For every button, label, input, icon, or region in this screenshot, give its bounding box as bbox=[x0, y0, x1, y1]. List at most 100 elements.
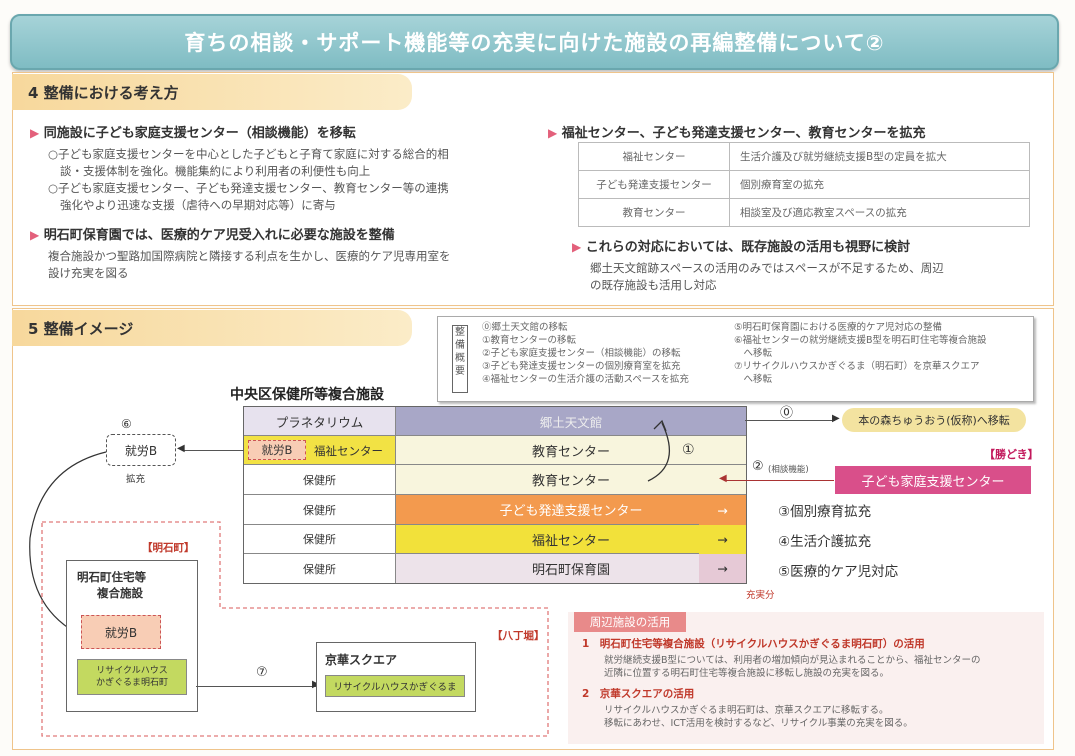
shuro-b-dashed: 就労B bbox=[106, 434, 176, 466]
complex-building: プラネタリウム 郷土天文館 就労B 福祉センター 教育センター 保健所 教育セン… bbox=[243, 406, 747, 584]
gaiyo-item: ⑥福祉センターの就労継続支援B型を明石町住宅等複合施設 bbox=[734, 335, 987, 346]
kyoiku-center-2: 教育センター bbox=[396, 465, 746, 495]
table-row: 福祉センター生活介護及び就労継続支援B型の定員を拡大 bbox=[578, 142, 1030, 171]
gaiyo-label: 整備概要 bbox=[452, 325, 468, 393]
move-destination: 本の森ちゅうおう(仮称)へ移転 bbox=[842, 408, 1026, 432]
fukushi-center: 福祉センター bbox=[396, 525, 746, 554]
hokenjo: 保健所 bbox=[244, 465, 396, 495]
keika-title: 京華スクエア bbox=[325, 653, 398, 667]
arrow-expand-5: → bbox=[699, 554, 746, 583]
shuhen-2-body: リサイクルハウスかぎぐるま明石町は、京華スクエアに移転する。 移転にあわせ、IC… bbox=[604, 704, 913, 730]
akashicho-shuro-b: 就労B bbox=[81, 615, 161, 649]
table-cell: 個別療育室の拡充 bbox=[729, 170, 1030, 199]
kakuju-label: 拡充 bbox=[126, 474, 146, 485]
shuhen-2-title: 2 京華スクエアの活用 bbox=[582, 688, 695, 700]
table-cell: 教育センター bbox=[578, 198, 730, 227]
shuhen-1-body: 就労継続支援B型については、利用者の増加傾向が見込まれることから、福祉センターの… bbox=[604, 654, 981, 680]
bullet-text: の既存施設も活用し対応 bbox=[590, 278, 717, 292]
arrow-head-icon: ▶ bbox=[312, 679, 320, 690]
recycle-house-akashicho: リサイクルハウス かぎぐるま明石町 bbox=[77, 659, 187, 695]
bullet-text: 強化やより迅速な支援（虐待への早期対応等）に寄与 bbox=[60, 198, 336, 212]
gaiyo-item: ①教育センターの移転 bbox=[482, 335, 577, 346]
circle-2-note: (相談機能) bbox=[768, 465, 809, 475]
keika-square: 京華スクエア リサイクルハウスかぎぐるま bbox=[316, 642, 476, 712]
table-cell: 福祉センター bbox=[578, 142, 730, 171]
akashicho-hoikuen: 明石町保育園 bbox=[396, 554, 746, 583]
gaiyo-item: ⑦リサイクルハウスかぎぐるま（明石町）を京華スクエア bbox=[734, 361, 980, 372]
curved-arrow-icon bbox=[647, 419, 670, 482]
gaiyo-item: へ移転 bbox=[734, 348, 773, 359]
section-4-heading: 4 整備における考え方 bbox=[12, 74, 412, 110]
expand-label-3: ③個別療育拡充 bbox=[778, 504, 872, 520]
kodomo-katei-center: 子ども家庭支援センター bbox=[835, 466, 1031, 494]
bullet-title-1: 同施設に子ども家庭支援センター（相談機能）を移転 bbox=[43, 126, 356, 141]
bullet-text: 複合施設かつ聖路加国際病院と隣接する利点を生かし、医療的ケア児専用室を bbox=[48, 249, 451, 263]
triangle-icon: ▶ bbox=[30, 228, 40, 242]
akashicho-tag: 【明石町】 bbox=[142, 542, 195, 554]
bullet-title-2: 明石町保育園では、医療的ケア児受入れに必要な施設を整備 bbox=[43, 228, 395, 243]
hokenjo: 保健所 bbox=[244, 495, 396, 525]
gaiyo-item: ③子ども発達支援センターの個別療育室を拡充 bbox=[482, 361, 681, 372]
arrow-line bbox=[184, 450, 244, 451]
akashicho-complex: 明石町住宅等 複合施設 就労B リサイクルハウス かぎぐるま明石町 bbox=[66, 560, 198, 712]
akashicho-title-2: 複合施設 bbox=[97, 586, 143, 600]
shuro-b-box: 就労B bbox=[248, 440, 306, 460]
kodomo-hattatsu-center: 子ども発達支援センター bbox=[396, 495, 746, 525]
bullet-text: ○子ども家庭支援センターを中心とした子どもと子育て家庭に対する総合的相 bbox=[48, 147, 449, 161]
circle-1: ① bbox=[682, 442, 695, 458]
section-5-heading: 5 整備イメージ bbox=[12, 310, 412, 346]
gaiyo-box: 整備概要 ⓪郷土天文館の移転 ①教育センターの移転 ②子ども家庭支援センター（相… bbox=[437, 316, 1034, 402]
gaiyo-item: ⓪郷土天文館の移転 bbox=[482, 322, 568, 333]
table-row: 子ども発達支援センター個別療育室の拡充 bbox=[578, 170, 1030, 199]
recycle-house-keika: リサイクルハウスかぎぐるま bbox=[325, 675, 465, 697]
section4-left: ▶ 同施設に子ども家庭支援センター（相談機能）を移転 ○子ども家庭支援センターを… bbox=[30, 122, 451, 282]
expansion-table: 福祉センター生活介護及び就労継続支援B型の定員を拡大 子ども発達支援センター個別… bbox=[578, 142, 1030, 227]
section4-right: ▶ 福祉センター、子ども発達支援センター、教育センターを拡充 bbox=[548, 122, 926, 141]
gaiyo-right-list: ⑤明石町保育園における医療的ケア児対応の整備 ⑥福祉センターの就労継続支援B型を… bbox=[734, 321, 987, 386]
akashicho-title-1: 明石町住宅等 bbox=[77, 570, 146, 584]
triangle-icon: ▶ bbox=[548, 126, 558, 140]
bullet-text: 設け充実を図る bbox=[48, 266, 129, 280]
arrow-expand-4: → bbox=[699, 525, 746, 554]
gaiyo-item: ②子ども家庭支援センター（相談機能）の移転 bbox=[482, 348, 681, 359]
expand-label-5: ⑤医療的ケア児対応 bbox=[778, 564, 899, 580]
gaiyo-item: へ移転 bbox=[734, 374, 773, 385]
circle-2: ② bbox=[752, 459, 764, 474]
fukushi-label: 福祉センター bbox=[314, 444, 383, 458]
hokenjo: 保健所 bbox=[244, 525, 396, 554]
hokenjo: 保健所 bbox=[244, 554, 396, 583]
complex-title: 中央区保健所等複合施設 bbox=[230, 387, 384, 403]
shuhen-text: リサイクルハウスかぎぐるま明石町は、京華スクエアに移転する。 bbox=[604, 705, 889, 716]
arrow-line bbox=[745, 420, 835, 421]
arrow-line bbox=[196, 686, 316, 687]
bullet-title-4: これらの対応においては、既存施設の活用も視野に検討 bbox=[585, 240, 911, 255]
arrow-head-left-icon: ◀ bbox=[177, 443, 185, 454]
planetarium: プラネタリウム bbox=[244, 407, 396, 436]
table-cell: 子ども発達支援センター bbox=[578, 170, 730, 199]
arrow-line bbox=[726, 480, 834, 481]
recycle-label: リサイクルハウス bbox=[96, 666, 168, 676]
shuhen-text: 就労継続支援B型については、利用者の増加傾向が見込まれることから、福祉センターの bbox=[604, 655, 981, 666]
hacchobori-tag: 【八丁堀】 bbox=[492, 630, 545, 642]
table-cell: 生活介護及び就労継続支援B型の定員を拡大 bbox=[729, 142, 1030, 171]
gaiyo-left-list: ⓪郷土天文館の移転 ①教育センターの移転 ②子ども家庭支援センター（相談機能）の… bbox=[482, 321, 689, 386]
table-row: 教育センター相談室及び適応教室スペースの拡充 bbox=[578, 198, 1030, 227]
gaiyo-item: ⑤明石町保育園における医療的ケア児対応の整備 bbox=[734, 322, 943, 333]
table-cell: 相談室及び適応教室スペースの拡充 bbox=[729, 198, 1030, 227]
bullet-title-3: 福祉センター、子ども発達支援センター、教育センターを拡充 bbox=[561, 126, 926, 141]
arrow-expand-3: → bbox=[699, 495, 746, 525]
circle-6: ⑥ bbox=[121, 417, 132, 431]
shuhen-text: 近隣に位置する明石町住宅等複合施設に移転し施設の充実を図る。 bbox=[604, 668, 890, 679]
recycle-label: かぎぐるま明石町 bbox=[95, 678, 168, 688]
triangle-icon: ▶ bbox=[572, 240, 582, 254]
arrow-head-left-icon: ◀ bbox=[719, 473, 727, 484]
bullet-text: 談・支援体制を強化。機能集約により利用者の利便性も向上 bbox=[60, 164, 371, 178]
kachidoki-tag: 【勝どき】 bbox=[984, 448, 1039, 461]
circle-7: ⑦ bbox=[256, 665, 268, 680]
akashicho-area-outline bbox=[41, 521, 549, 737]
bullet-text: ○子ども家庭支援センター、子ども発達支援センター、教育センター等の連携 bbox=[48, 181, 449, 195]
fukushi-row: 就労B 福祉センター bbox=[244, 436, 396, 465]
gaiyo-item: ④福祉センターの生活介護の活動スペースを拡充 bbox=[482, 374, 689, 385]
circle-0: ⓪ bbox=[780, 406, 794, 421]
arrow-head-icon: ▶ bbox=[832, 413, 840, 424]
